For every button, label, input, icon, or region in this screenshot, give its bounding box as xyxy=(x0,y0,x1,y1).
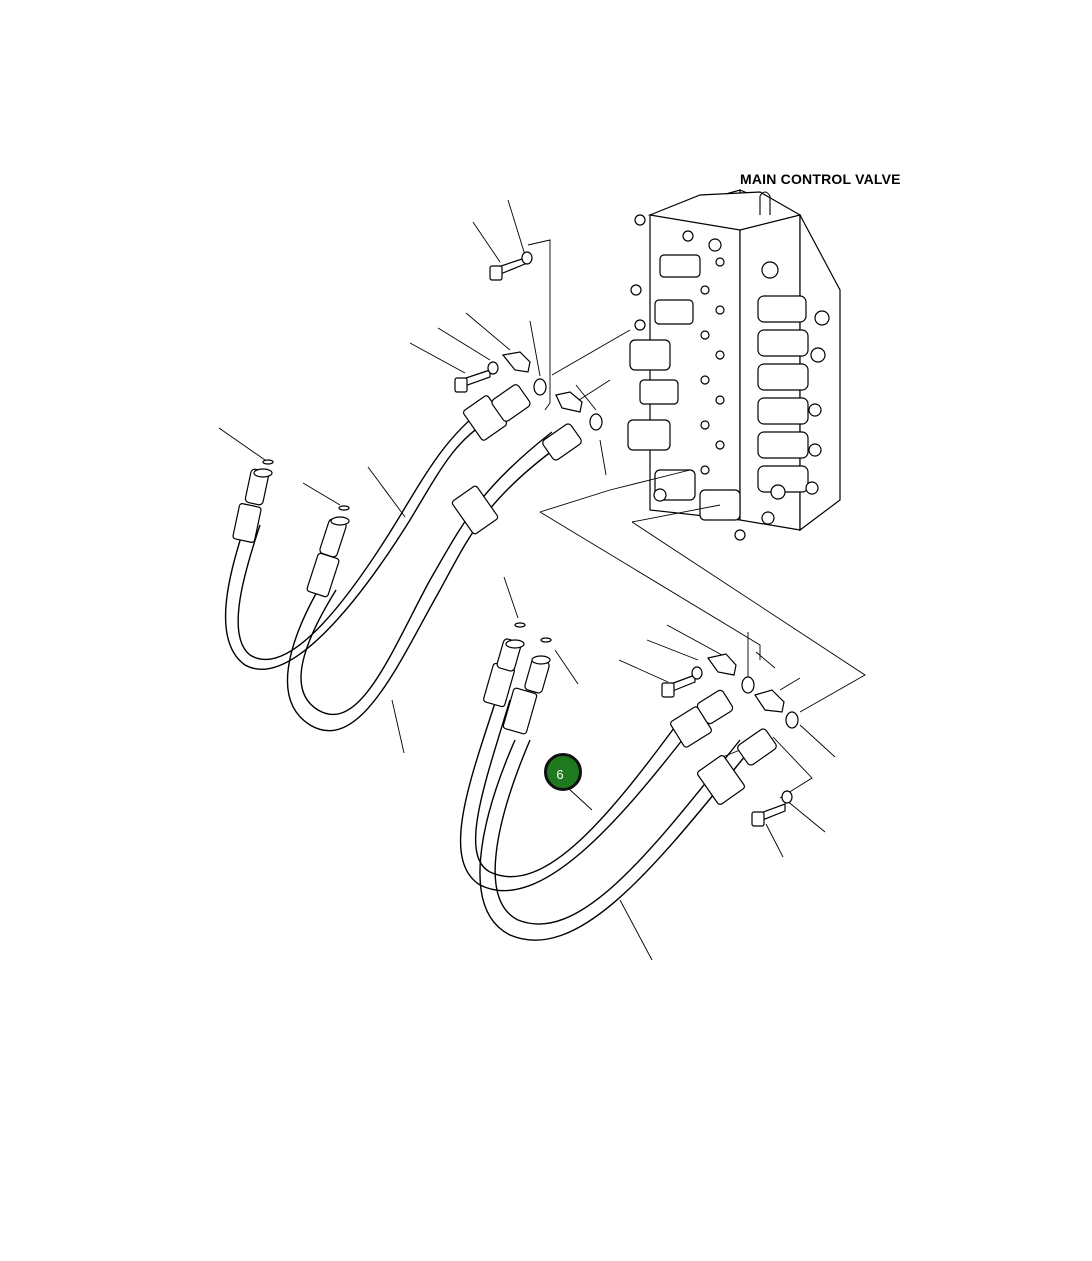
leader-lines xyxy=(218,199,866,961)
valve-ports xyxy=(627,214,775,541)
upper-bolts xyxy=(454,251,603,431)
main-control-valve xyxy=(627,189,841,541)
part-callout-6[interactable]: 6 xyxy=(544,753,582,791)
lower-bolts xyxy=(661,653,799,827)
valve-spools xyxy=(757,261,830,500)
callout-number: 6 xyxy=(556,767,564,782)
upper-hose-assembly xyxy=(224,251,603,732)
lower-hose-assembly xyxy=(459,622,799,941)
main-control-valve-label: MAIN CONTROL VALVE xyxy=(740,171,901,187)
